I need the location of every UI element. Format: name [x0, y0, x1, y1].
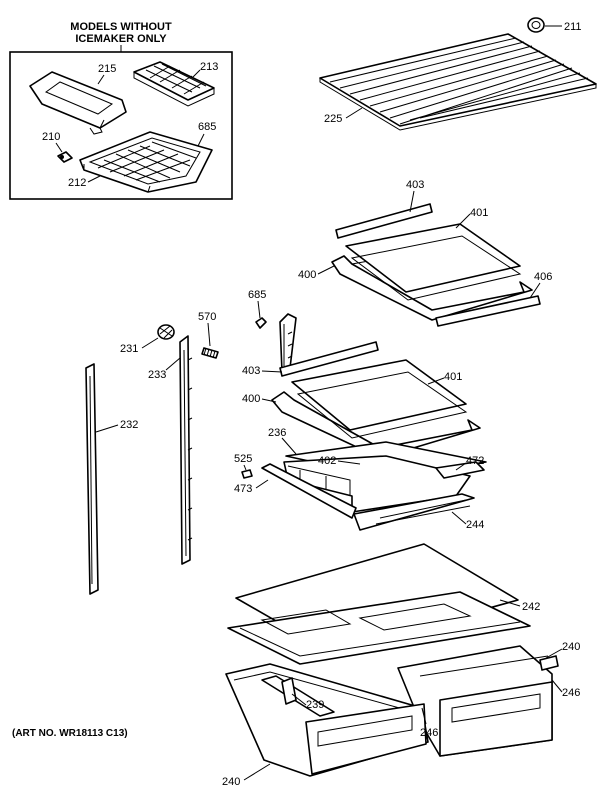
callout-213: 213 [200, 61, 218, 73]
callout-211: 211 [564, 21, 582, 33]
leader-570 [207, 322, 211, 347]
leader-403b [261, 370, 283, 373]
deli-pan-assembly [261, 441, 487, 531]
leader-473 [255, 479, 269, 489]
callout-240b: 240 [222, 776, 240, 788]
leader-685b [257, 300, 261, 319]
leader-225 [345, 107, 363, 119]
callout-400a: 400 [298, 269, 316, 281]
shelf-rail-right [179, 335, 193, 565]
callout-246a: 246 [562, 687, 580, 699]
lower-glass-shelf [271, 341, 481, 459]
knob-part [157, 324, 175, 340]
crisper-drawer-right [397, 645, 559, 757]
callout-400b: 400 [242, 393, 260, 405]
leader-239 [291, 693, 307, 706]
leader-403a [409, 190, 415, 213]
callout-210: 210 [42, 131, 60, 143]
clip-part [57, 151, 73, 163]
callout-401a: 401 [470, 207, 488, 219]
callout-231: 231 [120, 343, 138, 355]
leader-246b [421, 707, 427, 725]
leader-400b [261, 398, 277, 403]
callout-244: 244 [466, 519, 484, 531]
callout-472: 472 [466, 455, 484, 467]
callout-473: 473 [234, 483, 252, 495]
leader-232 [95, 424, 119, 433]
bin-support-part [79, 131, 213, 193]
callout-403b: 403 [242, 365, 260, 377]
leader-240a [545, 648, 563, 659]
crisper-drawer-left [225, 663, 429, 777]
callout-525: 525 [234, 453, 252, 465]
leader-246a [551, 679, 563, 693]
leader-236 [281, 437, 297, 455]
screw-part [241, 469, 253, 479]
ice-bin-part [29, 71, 127, 135]
shelf-rail-left [85, 363, 99, 595]
callout-212: 212 [68, 177, 86, 189]
callout-225: 225 [324, 113, 342, 125]
callout-236: 236 [268, 427, 286, 439]
leader-210 [55, 142, 63, 153]
callout-232: 232 [120, 419, 138, 431]
leader-406 [529, 282, 541, 299]
leader-685a [197, 133, 205, 147]
callout-240a: 240 [562, 641, 580, 653]
leader-213 [191, 69, 201, 79]
callout-239: 239 [306, 699, 324, 711]
leader-402 [337, 460, 361, 465]
callout-403a: 403 [406, 179, 424, 191]
callout-685b: 685 [248, 289, 266, 301]
callout-570: 570 [198, 311, 216, 323]
leader-472 [455, 462, 467, 471]
art-number: (ART NO. WR18113 C13) [12, 728, 128, 739]
ice-tray-part [133, 61, 215, 107]
inset-title-line1: MODELS WITHOUT [70, 21, 172, 33]
leader-242 [499, 599, 521, 607]
leader-240b [243, 763, 271, 781]
leader-244 [451, 511, 467, 525]
leader-212 [87, 175, 101, 183]
leader-400a [317, 265, 335, 275]
leader-233 [165, 357, 181, 371]
inset-title-line2: ICEMAKER ONLY [75, 33, 167, 45]
shelf-clip-part [527, 17, 545, 33]
callout-402: 402 [318, 455, 336, 467]
upper-glass-shelf [331, 203, 541, 327]
callout-246b: 246 [420, 727, 438, 739]
leader-525 [243, 464, 247, 471]
callout-242: 242 [522, 601, 540, 613]
crisper-cover [227, 543, 531, 665]
callout-406: 406 [534, 271, 552, 283]
leader-215 [97, 74, 105, 85]
leader-231 [141, 337, 159, 349]
callout-215: 215 [98, 63, 116, 75]
callout-685a: 685 [198, 121, 216, 133]
wire-shelf [319, 33, 597, 131]
callout-233: 233 [148, 369, 166, 381]
leader-401b [427, 377, 445, 385]
spring-part [201, 347, 219, 359]
icemaker-inset: MODELS WITHOUT ICEMAKER ONLY 215 213 210 [9, 21, 233, 200]
shelf-bracket-part [255, 313, 297, 373]
leader-401a [455, 213, 471, 229]
callout-401b: 401 [444, 371, 462, 383]
